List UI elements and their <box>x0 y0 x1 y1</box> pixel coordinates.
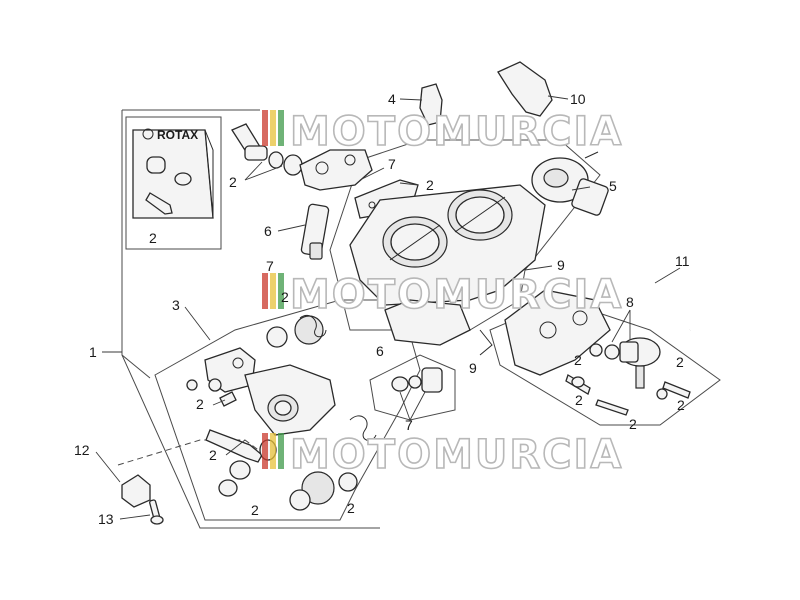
callout-5: 5 <box>609 178 617 194</box>
callout-6: 6 <box>376 343 384 359</box>
callout-2: 2 <box>575 392 583 408</box>
watermark-text: MOTOMURCIA <box>290 109 623 155</box>
watermark-text: MOTOMURCIA <box>290 272 623 318</box>
callout-2: 2 <box>251 502 259 518</box>
callout-9: 9 <box>469 360 477 376</box>
callout-2: 2 <box>229 174 237 190</box>
callout-13: 13 <box>98 511 114 527</box>
leader-lines <box>95 95 681 520</box>
callout-11: 11 <box>675 253 690 269</box>
rotax-kit-box: ROTAX 2 <box>125 116 222 250</box>
callout-6: 6 <box>264 223 272 239</box>
callout-2: 2 <box>209 447 217 463</box>
callout-2: 2 <box>426 177 434 193</box>
callout-12: 12 <box>74 442 90 458</box>
callout-3: 3 <box>172 297 180 313</box>
watermark-top: MOTOMURCIA <box>262 108 623 156</box>
callout-7: 7 <box>388 156 396 172</box>
kit-label: 2 <box>149 230 157 246</box>
callout-2: 2 <box>574 352 582 368</box>
callout-labels: 1 2 2 2 2 2 2 2 2 2 2 2 2 3 4 5 6 6 7 7 … <box>74 91 690 527</box>
callout-7: 7 <box>266 258 274 274</box>
kit-brand: ROTAX <box>157 128 198 142</box>
callout-7: 7 <box>405 417 413 433</box>
callout-2: 2 <box>196 396 204 412</box>
callout-9: 9 <box>557 257 565 273</box>
callout-2: 2 <box>281 289 289 305</box>
callout-2: 2 <box>347 500 355 516</box>
callout-2: 2 <box>676 354 684 370</box>
callout-2: 2 <box>629 416 637 432</box>
callout-1: 1 <box>89 344 97 360</box>
watermark-text: MOTOMURCIA <box>290 432 623 478</box>
callout-10: 10 <box>570 91 586 107</box>
callout-4: 4 <box>388 91 396 107</box>
gear-icon <box>142 128 154 140</box>
callout-2: 2 <box>677 397 685 413</box>
callout-8: 8 <box>626 294 634 310</box>
parts-layer <box>121 61 708 525</box>
watermark-bottom: MOTOMURCIA <box>262 431 623 479</box>
watermark-middle: MOTOMURCIA <box>262 271 623 319</box>
